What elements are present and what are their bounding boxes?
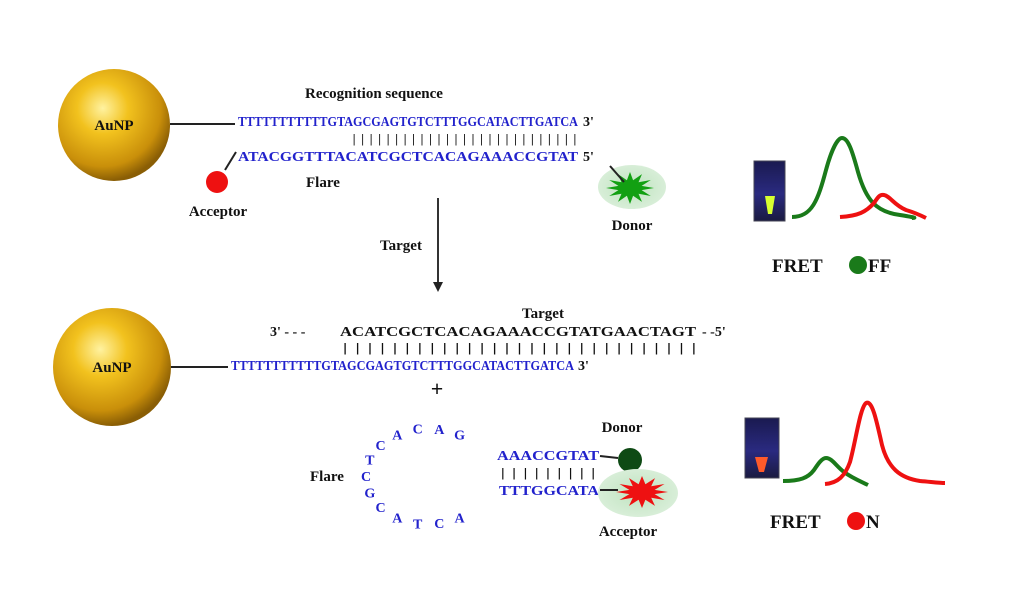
fret-off-panel: FRET FF [753, 135, 927, 277]
red-emission-curve [839, 192, 927, 220]
green-emission-curve-on [782, 455, 869, 487]
loop-base: A [392, 512, 403, 527]
recognition-3prime: 3' [583, 115, 594, 130]
loop-base: C [376, 439, 386, 454]
donor-linker [609, 165, 625, 183]
target-pairing-bars: | | | | | | | | | | | | | | | | | | | | … [342, 342, 697, 356]
target-label: Target [522, 306, 564, 322]
donor-label-bottom: Donor [602, 420, 643, 436]
target-suffix: - -5' [702, 325, 726, 340]
recognition-strand: TTTTTTTTTTTGTAGCGAGTGTCTTTGGCATACTTGATCA [238, 115, 579, 130]
recognition-sequence-label: Recognition sequence [305, 86, 443, 102]
loop-base: T [365, 454, 375, 469]
bottom-panel: AuNP Target 3' - - - ACATCGCTCACAGAAACCG… [53, 306, 726, 540]
donor-linker-bottom [599, 455, 619, 459]
fret-on-dot [847, 512, 865, 530]
transition-arrow: Target [380, 198, 443, 292]
gold-nanoparticle-bottom [53, 308, 171, 426]
flare-5prime: 5' [583, 150, 594, 165]
loop-base: C [376, 501, 386, 516]
loop-base: A [455, 511, 466, 526]
loop-base: A [434, 423, 445, 438]
recognition-3prime-bottom: 3' [578, 359, 589, 374]
green-emission-curve [791, 135, 917, 220]
flare-label: Flare [306, 175, 340, 191]
loop-base: A [392, 428, 403, 443]
fret-off-suffix: FF [868, 256, 891, 277]
acceptor-star-icon [616, 476, 668, 508]
donor-star-icon [606, 172, 654, 204]
target-strand: ACATCGCTCACAGAAACCGTATGAACTAGT [340, 325, 697, 340]
fret-on-label: FRET [770, 512, 821, 533]
red-emission-curve-on [824, 400, 946, 486]
donor-label: Donor [612, 218, 653, 234]
donor-dot-bottom [618, 448, 642, 472]
loop-base: G [454, 429, 465, 444]
aunp-label-bottom: AuNP [92, 360, 131, 376]
acceptor-label-bottom: Acceptor [599, 524, 658, 540]
recognition-strand-bottom: TTTTTTTTTTTGTAGCGAGTGTCTTTGGCATACTTGATCA [231, 359, 575, 374]
aunp-label: AuNP [94, 118, 133, 134]
top-panel: AuNP Recognition sequence TTTTTTTTTTTGTA… [58, 69, 666, 234]
plus-sign: + [431, 376, 444, 401]
acceptor-label: Acceptor [189, 204, 248, 220]
acceptor-dot [206, 171, 228, 193]
fret-on-suffix: N [866, 512, 880, 533]
fret-on-panel: FRET N [744, 400, 946, 533]
acceptor-linker [224, 151, 237, 171]
fret-off-dot [849, 256, 867, 274]
hairpin-stem-top: AAACCGTAT [497, 449, 600, 464]
tube-glow-on [755, 457, 768, 472]
arrow-head-icon [433, 282, 443, 292]
loop-base: C [413, 423, 423, 438]
loop-base: C [434, 517, 444, 532]
flare-strand: ATACGGTTTACATCGCTCACAGAAACCGTAT [238, 150, 579, 165]
target-prefix: 3' - - - [270, 325, 306, 340]
transition-target-label: Target [380, 238, 422, 254]
tube-glow-off [765, 196, 775, 214]
base-pairing-bars: | | | | | | | | | | | | | | | | | | | | … [352, 133, 577, 147]
hairpin-stem-bars: | | | | | | | | | [500, 467, 596, 481]
loop-base: G [364, 487, 375, 502]
hairpin-stem-bottom: TTTGGCATA [499, 484, 600, 499]
loop-base: C [361, 470, 371, 485]
flare-label-bottom: Flare [310, 469, 344, 485]
fret-off-label: FRET [772, 256, 823, 277]
loop-base: T [413, 517, 423, 532]
gold-nanoparticle [58, 69, 170, 181]
